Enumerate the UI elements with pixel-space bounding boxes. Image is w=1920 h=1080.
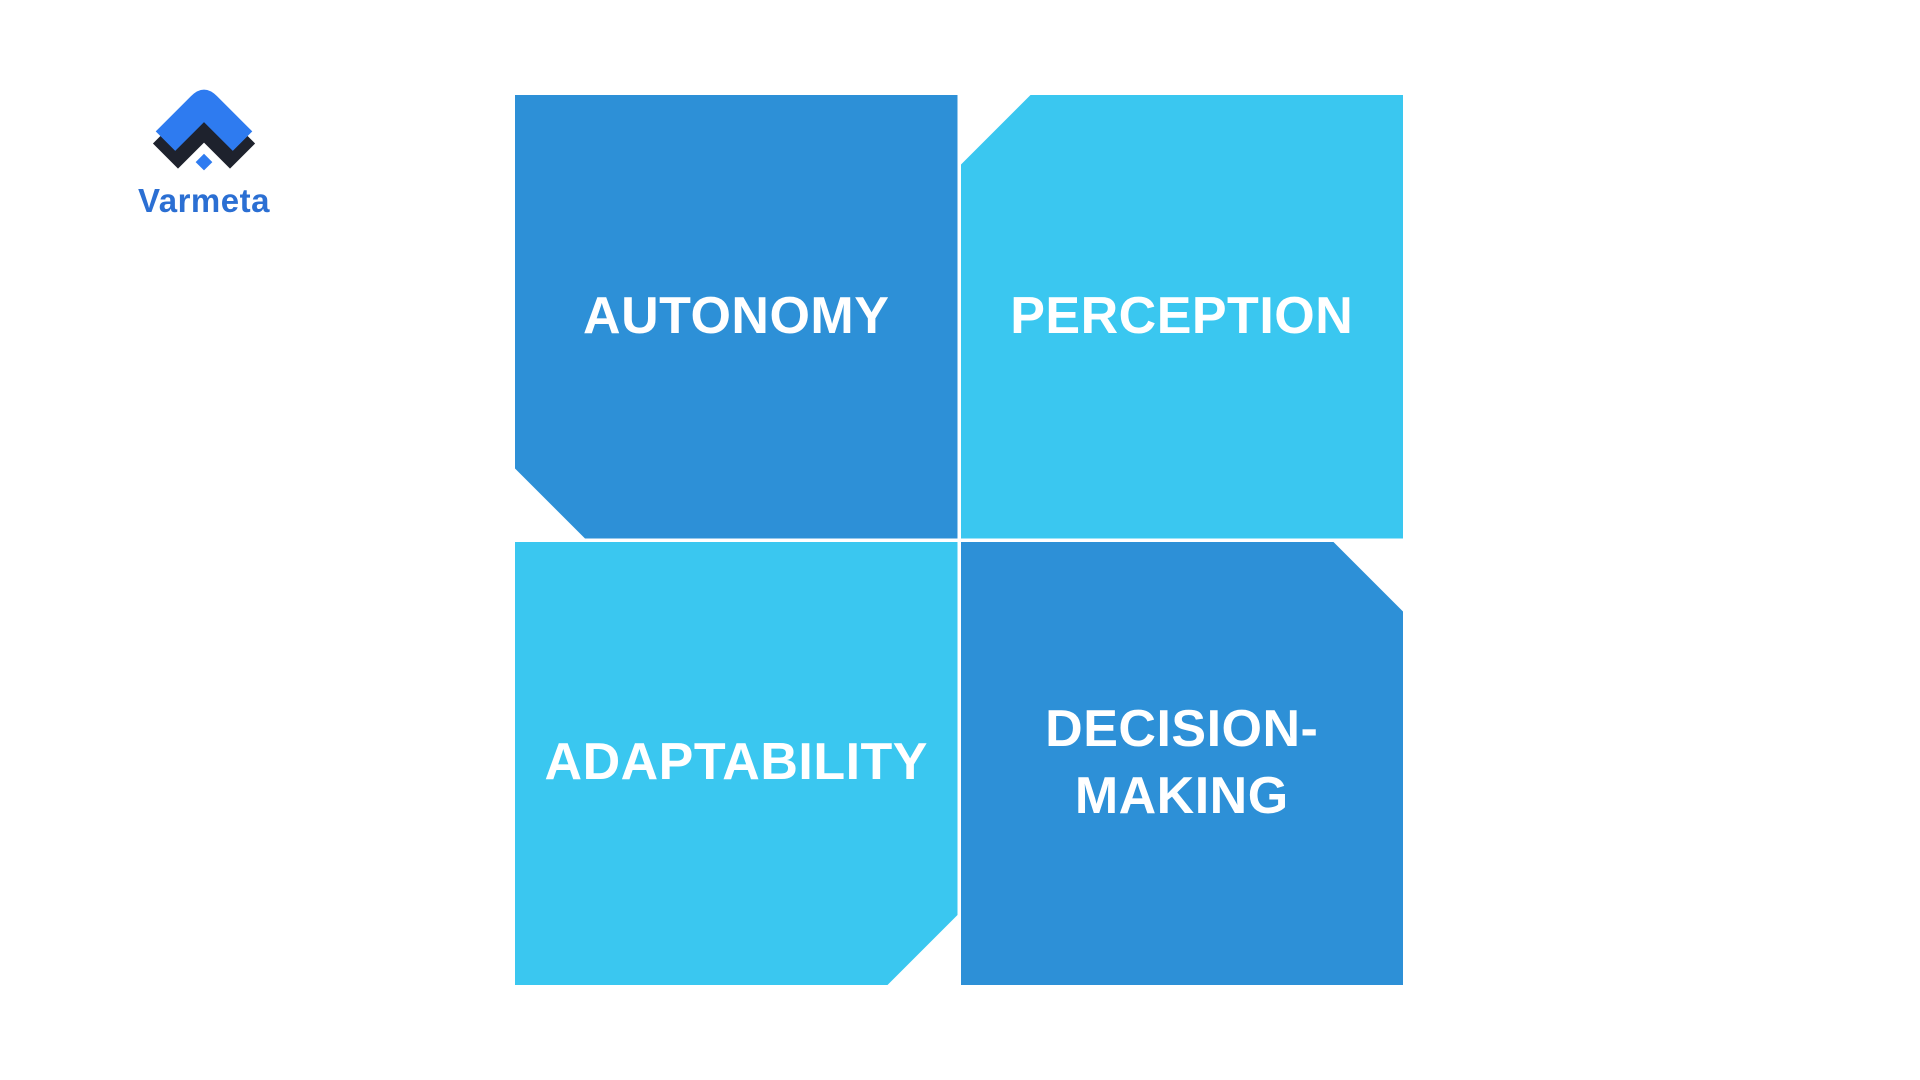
quadrant-label-adaptability: ADAPTABILITY — [544, 733, 928, 792]
logo-blue-chevron — [155, 89, 253, 151]
varmeta-logo-icon — [152, 89, 256, 171]
quadrant-perception: PERCEPTION — [960, 95, 1403, 539]
varmeta-logo: Varmeta — [116, 72, 292, 220]
quadrant-matrix: AUTONOMY PERCEPTION ADAPTABILITY DECISIO… — [515, 95, 1403, 985]
varmeta-wordmark: Varmeta — [138, 182, 270, 219]
logo-diamond — [195, 153, 213, 171]
quadrant-decision-making: DECISION-MAKING — [961, 542, 1404, 986]
quadrant-autonomy: AUTONOMY — [515, 95, 958, 539]
logo-black-chevron — [152, 92, 256, 169]
quadrant-label-perception: PERCEPTION — [1010, 286, 1354, 345]
quadrant-adaptability: ADAPTABILITY — [515, 542, 958, 986]
quadrant-label-decision-making: DECISION-MAKING — [1045, 699, 1319, 826]
quadrant-label-autonomy: AUTONOMY — [583, 286, 890, 345]
